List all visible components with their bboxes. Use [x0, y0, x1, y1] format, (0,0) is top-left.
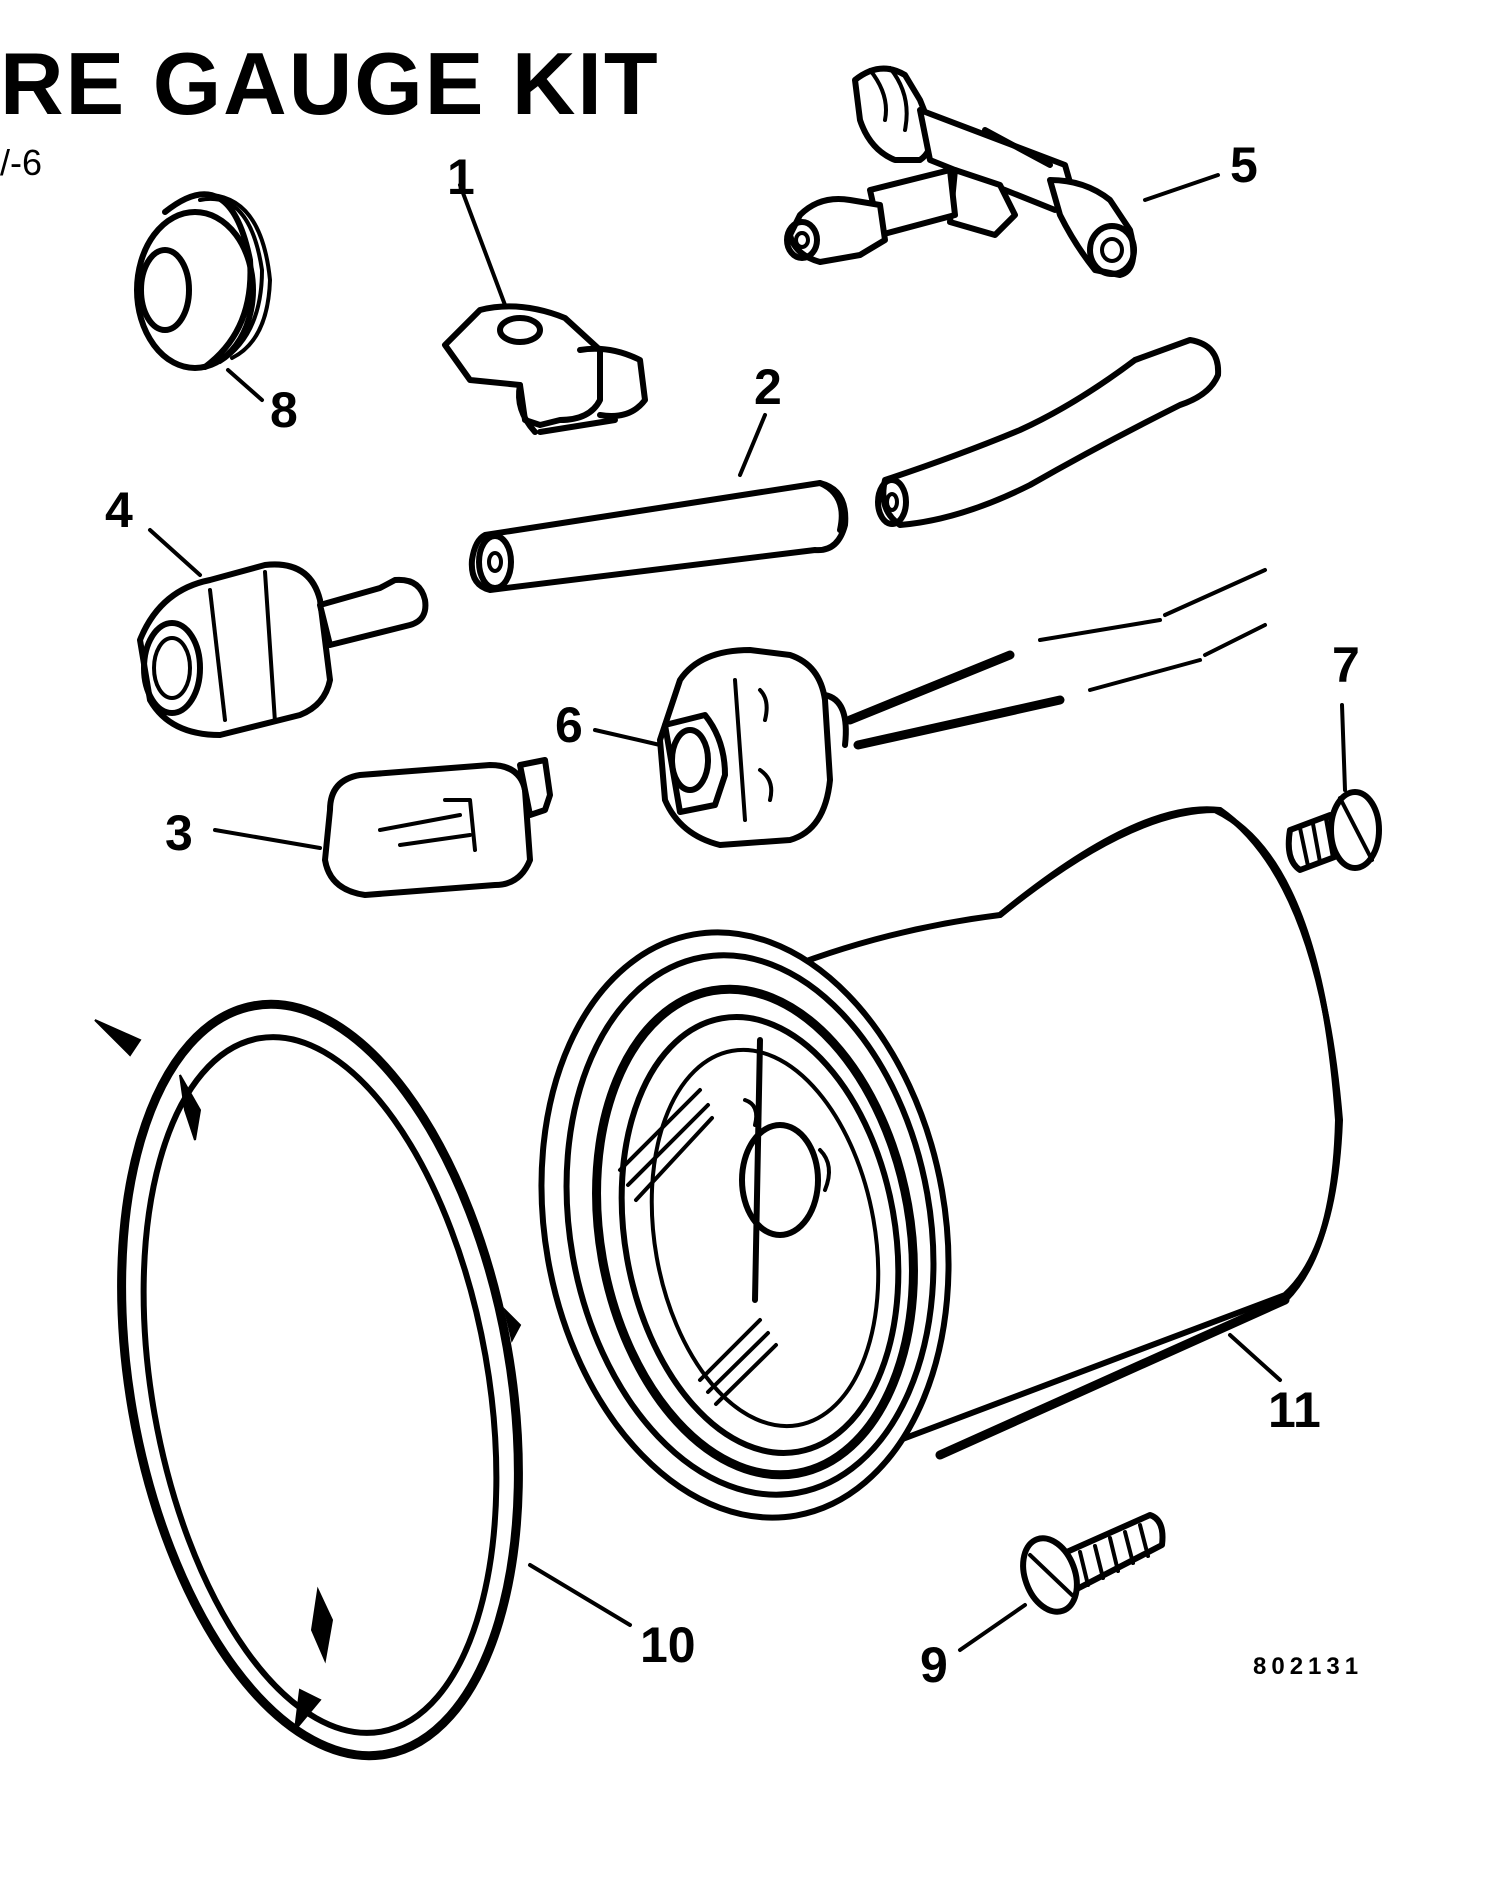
callout-2: 2	[754, 359, 782, 415]
figure-number: 802131	[1253, 1653, 1364, 1680]
part-11-gauge-body	[538, 806, 1343, 1521]
callout-8: 8	[270, 382, 298, 438]
part-3-bulb	[213, 757, 553, 898]
callout-3: 3	[165, 805, 193, 861]
callout-11: 11	[1268, 1382, 1321, 1438]
callout-1: 1	[447, 149, 475, 205]
callout-7: 7	[1332, 637, 1360, 693]
part-8-grommet	[134, 191, 272, 402]
part-10-bezel-ring	[94, 999, 632, 1761]
part-9-screw	[958, 1512, 1166, 1652]
part-1-clamp	[442, 183, 648, 435]
part-6-lamp-socket	[593, 568, 1267, 848]
diagram-subtitle: /-6	[0, 142, 43, 183]
diagram-title: RE GAUGE KIT	[0, 34, 660, 133]
part-5-tee-fitting	[784, 65, 1220, 278]
part-7-screw	[1285, 703, 1382, 873]
callout-10: 10	[640, 1617, 696, 1673]
part-4-adapter-fitting	[137, 528, 429, 738]
callout-5: 5	[1230, 137, 1258, 193]
callout-9: 9	[920, 1637, 948, 1693]
callout-4: 4	[105, 482, 133, 538]
part-2-tubing	[468, 337, 1222, 593]
callout-6: 6	[555, 697, 583, 753]
